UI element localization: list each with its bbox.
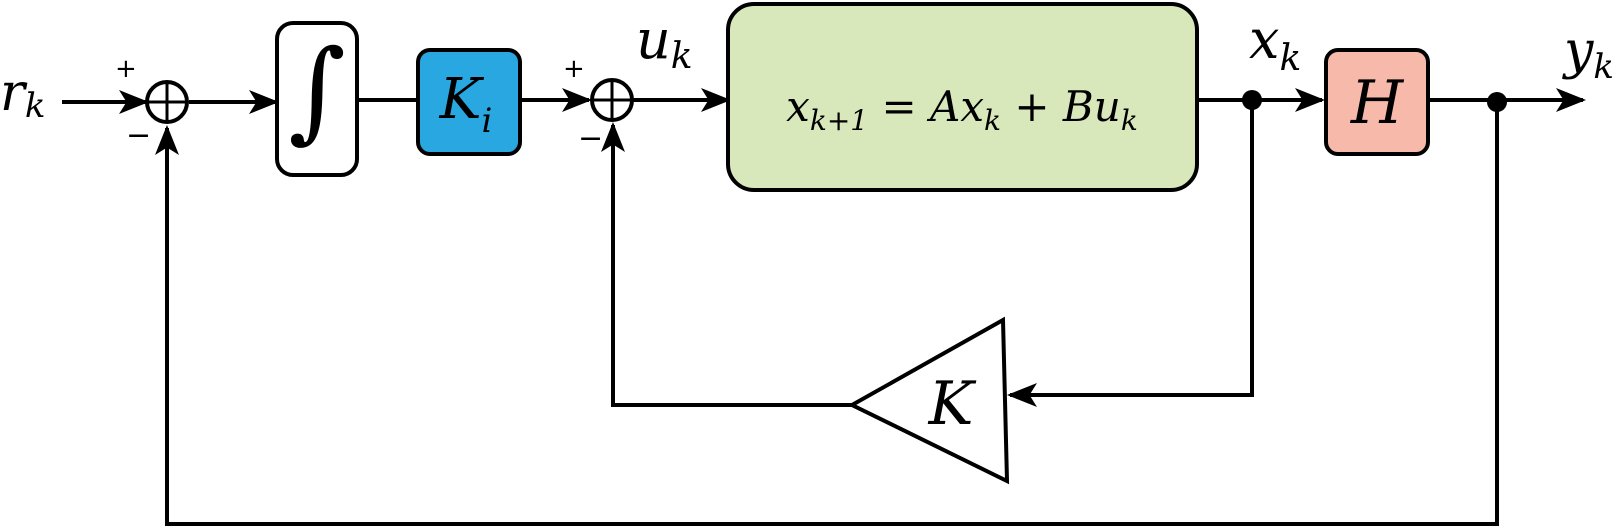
- ki-sub: i: [481, 101, 492, 141]
- state-feedback-gain-block: K: [847, 316, 1010, 485]
- plant-block: xk+1 = Axk + Buk: [726, 2, 1199, 192]
- reference-signal-label: rk: [0, 63, 45, 126]
- sum2-plus-sign: +: [563, 54, 585, 84]
- integrator-block: ∫: [275, 21, 359, 177]
- sum1-minus-sign: −: [126, 118, 151, 153]
- summing-junction-2: [590, 78, 634, 122]
- output-matrix-block: H: [1324, 48, 1430, 156]
- ki-base: K: [439, 67, 485, 132]
- output-signal-label: yk: [1562, 21, 1614, 87]
- integral-gain-block: Ki: [416, 48, 522, 156]
- state-signal-label: xk: [1249, 8, 1301, 79]
- output-feedback-wire: [155, 100, 1499, 526]
- k-to-sum2-wire: [601, 122, 852, 407]
- state-branch-dot: [1242, 90, 1262, 110]
- sum1-plus-sign: +: [115, 54, 137, 84]
- output-branch-dot: [1487, 92, 1507, 112]
- summing-junction-1: [145, 80, 189, 124]
- plant-equation: xk+1 = Axk + Buk: [786, 82, 1138, 137]
- svg-text:Ki: Ki: [439, 67, 493, 141]
- state-feedback-wire: [1007, 100, 1254, 407]
- h-label: H: [1350, 68, 1405, 138]
- control-signal-label: uk: [636, 8, 693, 77]
- k-label: K: [928, 369, 977, 439]
- sum2-minus-sign: −: [578, 121, 603, 156]
- integral-symbol: ∫: [288, 26, 345, 154]
